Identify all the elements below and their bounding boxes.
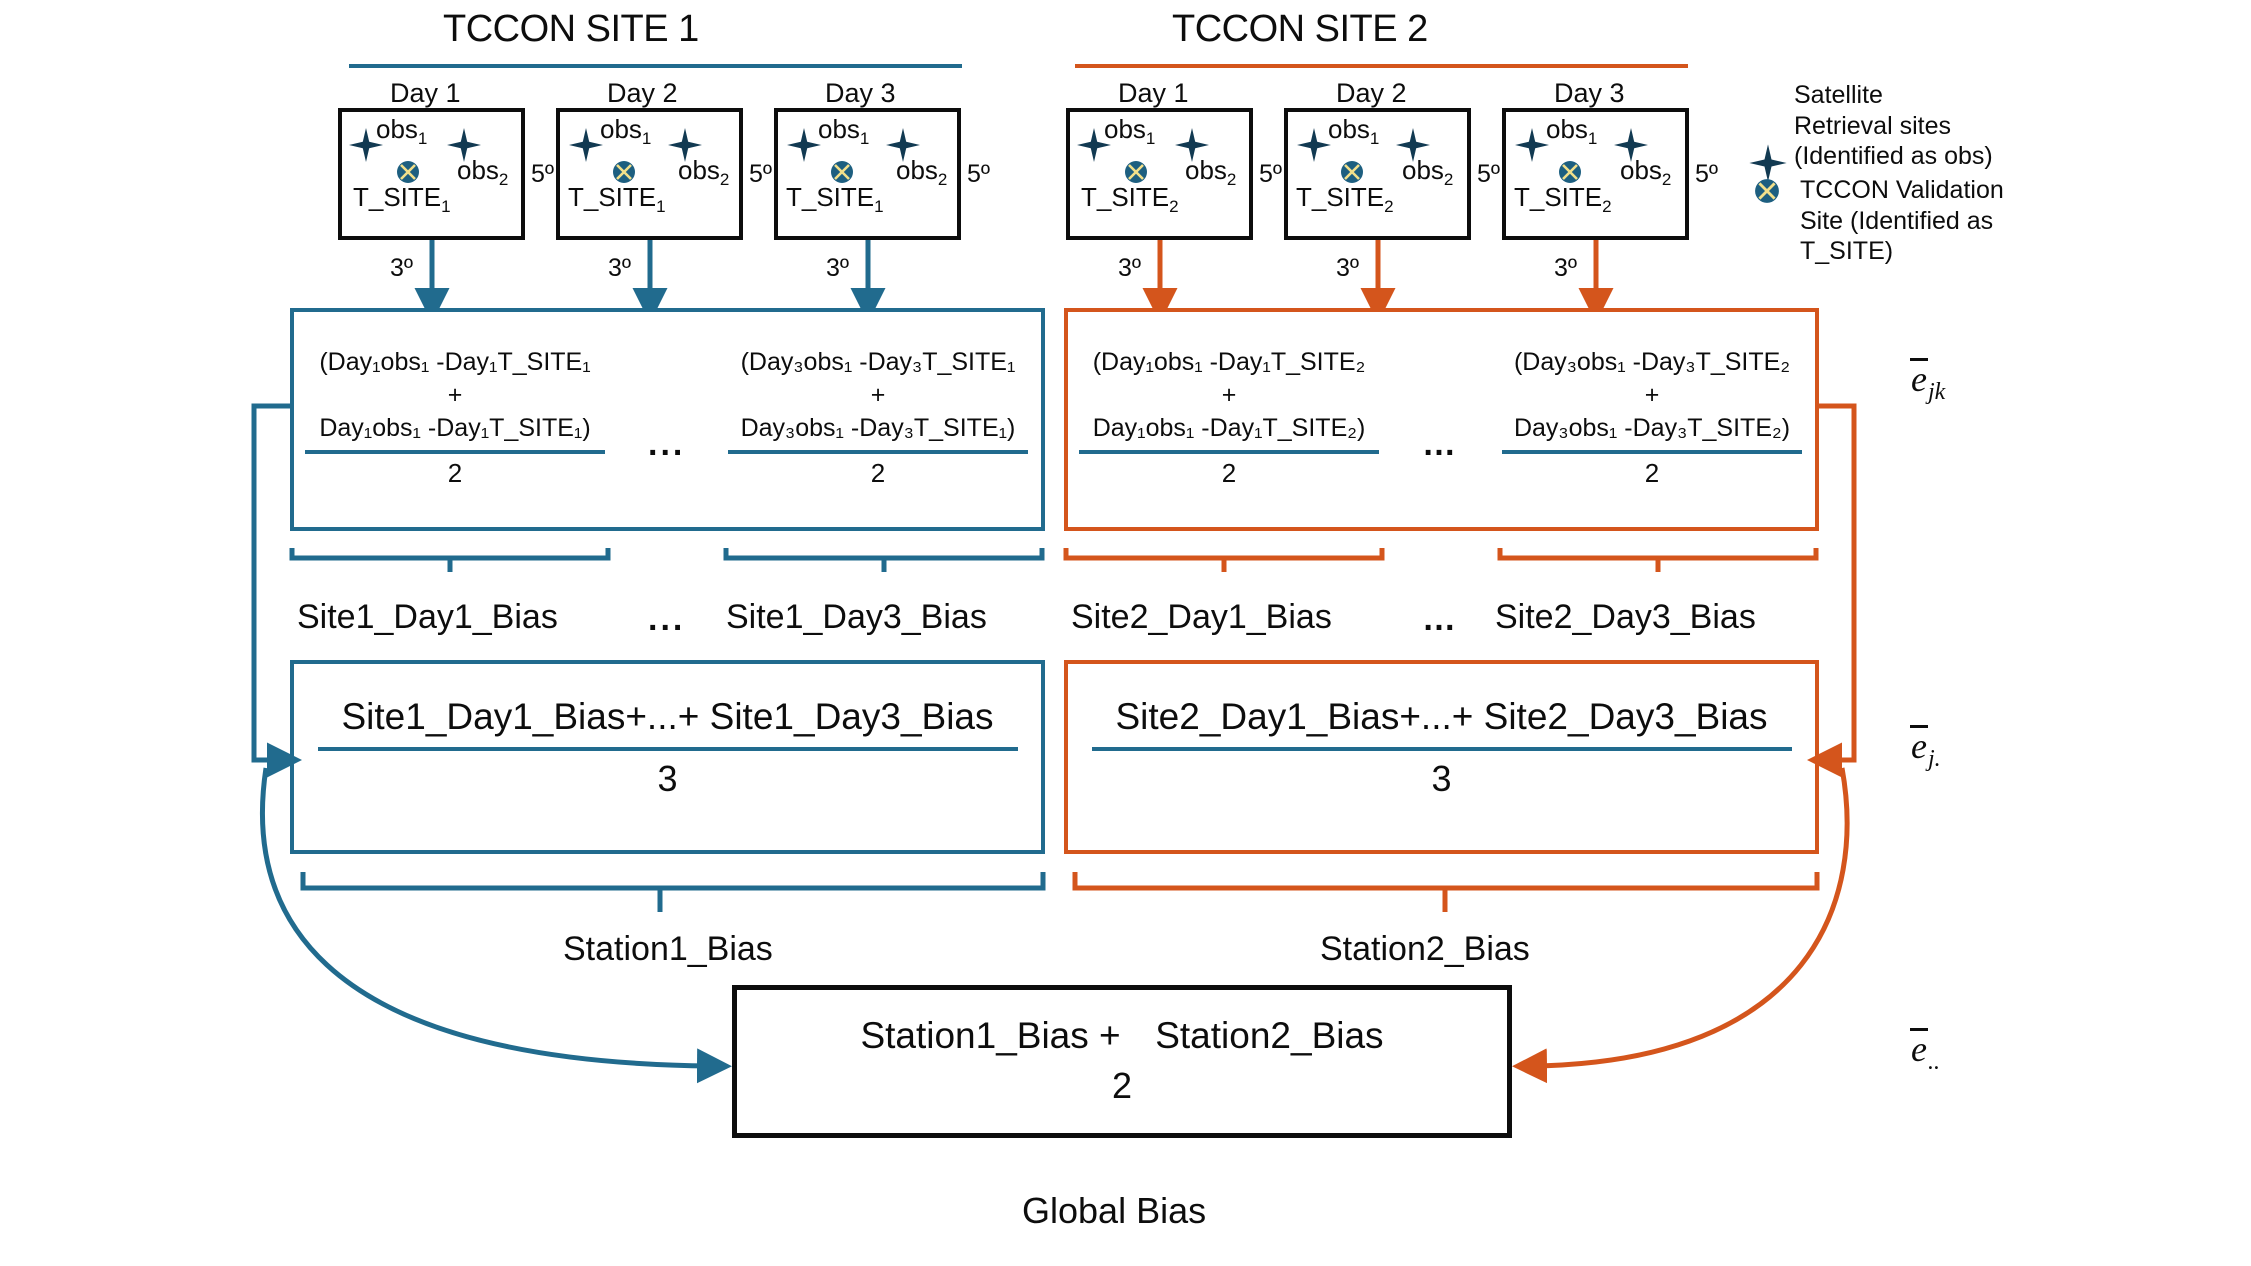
site-1-day-2-tsite-label: T_SITE1 — [568, 182, 666, 217]
site-2-day-3-obs2-label: obs2 — [1620, 155, 1672, 190]
site-1-day-1-label: Day 1 — [390, 78, 461, 108]
notation-e-dotdot-symbol: e — [1910, 1028, 1928, 1069]
site-2-day-1-obs2-label: obs2 — [1185, 155, 1237, 190]
site-1-accent-rule — [349, 64, 962, 68]
site-2-day-3-drop-degree: 3º — [1554, 254, 1578, 282]
site-2-day-3-obs1-label: obs1 — [1546, 114, 1598, 149]
site-2-day-1-drop-degree: 3º — [1118, 254, 1142, 282]
notation-e-jk: ejk — [1910, 358, 1945, 406]
site-1-station-bias-formula: Site1_Day1_Bias+...+ Site1_Day3_Bias 3 — [300, 695, 1035, 807]
site-2-day-2-side-degree: 5º — [1477, 160, 1501, 188]
global-bias-box — [732, 985, 1512, 1138]
site-1-day-2-label: Day 2 — [607, 78, 678, 108]
site-1-day-2-obs1-label: obs1 — [600, 114, 652, 149]
global-bias-formula: Station1_Bias + Station2_Bias 2 — [752, 1013, 1492, 1113]
site-1-day-3-label: Day 3 — [825, 78, 896, 108]
site-2-day-2-label: Day 2 — [1336, 78, 1407, 108]
site-1-formula-day3: (Day₃obs₁ -Day₃T_SITE₁ + Day₃obs₁ -Day₃T… — [723, 346, 1033, 493]
global-bias-caption: Global Bias — [1022, 1190, 1207, 1231]
site-2-day-1-tsite-label: T_SITE2 — [1081, 182, 1179, 217]
site-2-station-bias-label: Station2_Bias — [1320, 930, 1530, 968]
notation-e-dotdot-subscript: .. — [1927, 1049, 1940, 1076]
site-2-day-3-label: Day 3 — [1554, 78, 1625, 108]
site-1-day-1-obs1-label: obs1 — [376, 114, 428, 149]
notation-e-j-subscript: j. — [1927, 746, 1941, 773]
site-2-day-1-label: Day 1 — [1118, 78, 1189, 108]
site-1-day1-bias-label: Site1_Day1_Bias — [297, 598, 558, 636]
site-2-formula-day1: (Day₁obs₁ -Day₁T_SITE₂ + Day₁obs₁ -Day₁T… — [1074, 346, 1384, 493]
site-2-daily-bias-formula-box — [1064, 308, 1819, 531]
site-2-day-1-side-degree: 5º — [1259, 160, 1283, 188]
site-1-station-bias-label: Station1_Bias — [563, 930, 773, 968]
site-1-day-3-obs1-label: obs1 — [818, 114, 870, 149]
notation-e-jk-symbol: e — [1910, 358, 1928, 399]
site-1-day-2-drop-degree: 3º — [608, 254, 632, 282]
site-2-day1-bias-label: Site2_Day1_Bias — [1071, 598, 1332, 636]
site-1-day-3-tsite-label: T_SITE1 — [786, 182, 884, 217]
site-1-day-1-obs2-label: obs2 — [457, 155, 509, 190]
site-1-daily-bias-formula-box — [290, 308, 1045, 531]
site-1-formula-ellipsis: ... — [648, 425, 686, 463]
site-2-day3-bias-label: Site2_Day3_Bias — [1495, 598, 1756, 636]
site-1-day3-bias-label: Site1_Day3_Bias — [726, 598, 987, 636]
site-1-title: TCCON SITE 1 — [443, 8, 699, 50]
site-2-formula-ellipsis: … — [1422, 425, 1459, 463]
site-1-day-1-side-degree: 5º — [531, 160, 555, 188]
site-1-day-1-tsite-label: T_SITE1 — [353, 182, 451, 217]
global-bias-numerator-right: Station2_Bias — [1155, 1015, 1384, 1056]
notation-e-jk-subscript: jk — [1927, 379, 1946, 406]
site-2-day-3-side-degree: 5º — [1695, 160, 1719, 188]
site-1-day-3-obs2-label: obs2 — [896, 155, 948, 190]
site-2-day-2-tsite-label: T_SITE2 — [1296, 182, 1394, 217]
notation-e-dotdot: e.. — [1910, 1028, 1940, 1076]
site-1-day-1-drop-degree: 3º — [390, 254, 414, 282]
site-2-formula-day3: (Day₃obs₁ -Day₃T_SITE₂ + Day₃obs₁ -Day₃T… — [1497, 346, 1807, 493]
site-1-bias-ellipsis: ... — [648, 600, 686, 638]
site-1-day-3-drop-degree: 3º — [826, 254, 850, 282]
site-2-bias-ellipsis: … — [1422, 600, 1459, 638]
site-2-title: TCCON SITE 2 — [1172, 8, 1428, 50]
site-1-day-3-side-degree: 5º — [967, 160, 991, 188]
site-2-day-2-obs2-label: obs2 — [1402, 155, 1454, 190]
site-2-accent-rule — [1075, 64, 1688, 68]
notation-e-j: ej. — [1910, 725, 1941, 773]
site-1-day-2-obs2-label: obs2 — [678, 155, 730, 190]
site-2-day-3-tsite-label: T_SITE2 — [1514, 182, 1612, 217]
site-2-day-2-obs1-label: obs1 — [1328, 114, 1380, 149]
legend-item-tccon-label: TCCON Validation Site (Identified as T_S… — [1800, 176, 2004, 265]
site-1-day-2-side-degree: 5º — [749, 160, 773, 188]
notation-e-j-symbol: e — [1910, 725, 1928, 766]
site-1-formula-day1: (Day₁obs₁ -Day₁T_SITE₁ + Day₁obs₁ -Day₁T… — [300, 346, 610, 493]
global-bias-numerator-left: Station1_Bias + — [860, 1015, 1121, 1056]
global-bias-denominator: 2 — [1111, 1065, 1133, 1107]
legend-item-satellite-label: Satellite Retrieval sites (Identified as… — [1794, 81, 1993, 170]
site-2-day-1-obs1-label: obs1 — [1104, 114, 1156, 149]
site-2-day-2-drop-degree: 3º — [1336, 254, 1360, 282]
site-2-station-bias-formula: Site2_Day1_Bias+...+ Site2_Day3_Bias 3 — [1074, 695, 1809, 807]
